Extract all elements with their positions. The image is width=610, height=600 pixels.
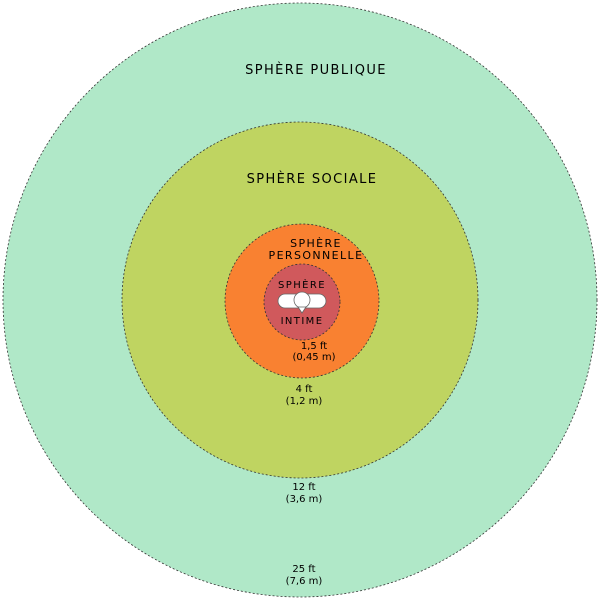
public-distance-ft: 25 ft bbox=[292, 564, 315, 575]
public-sphere-label: SPHÈRE PUBLIQUE bbox=[245, 62, 387, 78]
personal-sphere-label-line1: SPHÈRE bbox=[290, 237, 342, 250]
social-sphere-label: SPHÈRE SOCIALE bbox=[247, 171, 378, 187]
intimate-distance-m: (0,45 m) bbox=[293, 352, 336, 363]
social-distance-m: (3,6 m) bbox=[286, 494, 323, 505]
intimate-distance-ft: 1,5 ft bbox=[301, 341, 327, 352]
person-icon bbox=[277, 291, 327, 314]
personal-sphere-label-line2: PERSONNELLE bbox=[269, 249, 364, 262]
social-distance-ft: 12 ft bbox=[292, 482, 315, 493]
personal-distance-ft: 4 ft bbox=[296, 384, 313, 395]
public-distance-m: (7,6 m) bbox=[286, 576, 323, 587]
intimate-sphere-label-line1: SPHÈRE bbox=[278, 278, 326, 291]
personal-distance-m: (1,2 m) bbox=[286, 396, 323, 407]
intimate-sphere-label-line2: INTIME bbox=[281, 316, 324, 327]
